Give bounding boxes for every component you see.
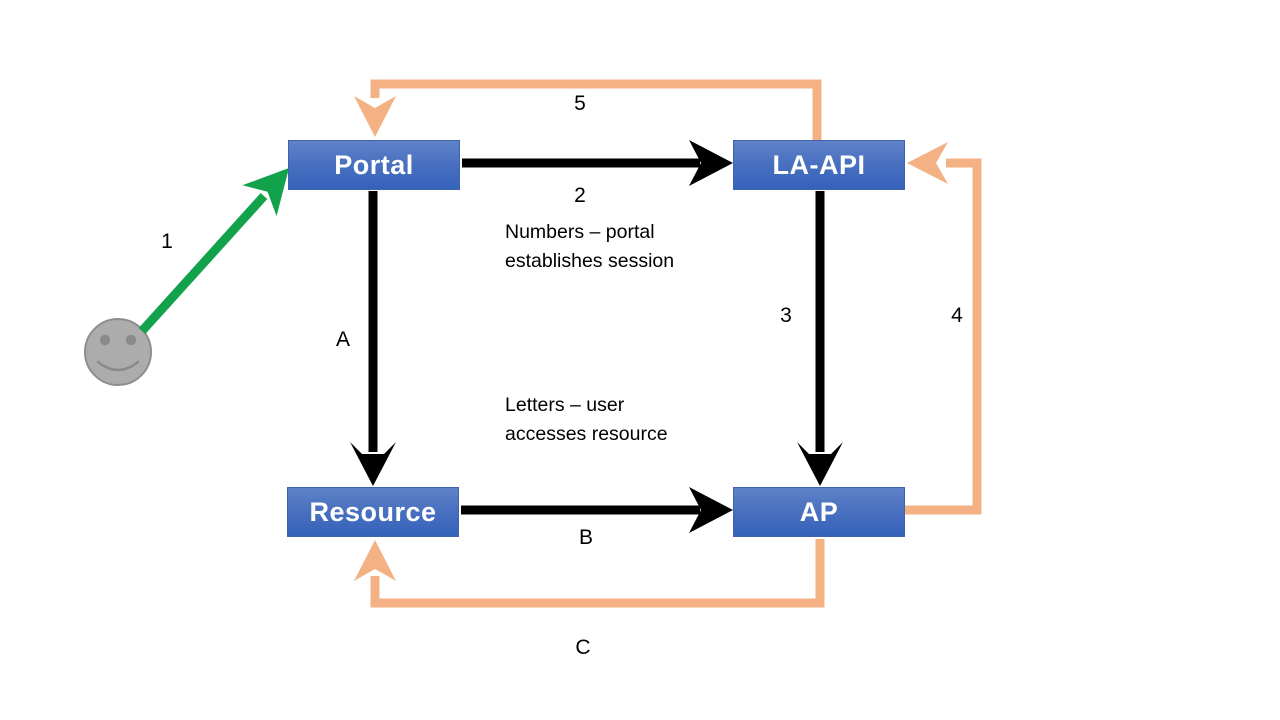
arrow-4-shaft xyxy=(903,158,982,515)
arrow-2-head xyxy=(689,140,733,186)
note-numbers: Numbers – portal establishes session xyxy=(505,218,674,276)
arrow-B-head xyxy=(689,487,733,533)
smiley-face-circle xyxy=(84,318,152,386)
note-numbers-line2: establishes session xyxy=(505,250,675,272)
edge-label-3: 3 xyxy=(780,304,792,327)
smiley-mouth xyxy=(96,360,140,372)
smiley-left-eye xyxy=(99,334,111,346)
node-resource: Resource xyxy=(287,487,459,537)
arrow-1-shaft xyxy=(138,192,268,335)
arrow-A-head xyxy=(350,442,396,486)
arrow-3-head xyxy=(797,442,843,486)
node-ap-label: AP xyxy=(799,496,839,527)
edge-label-5: 5 xyxy=(574,92,586,115)
smiley-right-eye xyxy=(125,334,137,346)
arrow-B-resource-to-ap xyxy=(461,487,733,533)
arrow-2-portal-to-laapi xyxy=(462,140,733,186)
arrow-1-head xyxy=(242,168,289,217)
node-portal-label: Portal xyxy=(334,149,414,180)
note-letters-line1: Letters – user xyxy=(505,394,625,416)
note-letters-line2: accesses resource xyxy=(505,423,668,445)
arrow-5-head xyxy=(354,96,396,137)
node-la-api: LA-API xyxy=(733,140,905,190)
arrow-5-shaft xyxy=(370,79,822,141)
node-ap: AP xyxy=(733,487,905,537)
arrow-4-ap-to-laapi xyxy=(903,142,982,515)
arrow-C-head xyxy=(354,540,396,581)
smiley-user-icon xyxy=(84,318,152,386)
edge-label-4: 4 xyxy=(951,304,963,327)
arrow-C-shaft xyxy=(370,539,825,608)
node-resource-label: Resource xyxy=(309,496,437,527)
arrow-4-head xyxy=(907,142,948,184)
edge-label-1: 1 xyxy=(161,230,173,253)
arrow-A-portal-to-resource xyxy=(350,191,396,486)
edge-label-C: C xyxy=(575,636,591,659)
node-portal: Portal xyxy=(288,140,460,190)
node-la-api-label: LA-API xyxy=(772,149,866,180)
note-letters: Letters – user accesses resource xyxy=(505,391,668,449)
edge-label-2: 2 xyxy=(574,184,586,207)
edge-label-A: A xyxy=(335,328,351,351)
arrow-5-laapi-to-portal xyxy=(354,79,822,141)
arrow-3-laapi-to-ap xyxy=(797,191,843,486)
edge-label-B: B xyxy=(578,526,594,549)
note-numbers-line1: Numbers – portal xyxy=(505,221,655,243)
arrow-1-user-to-portal xyxy=(138,168,289,335)
arrow-C-ap-to-resource xyxy=(354,539,825,608)
